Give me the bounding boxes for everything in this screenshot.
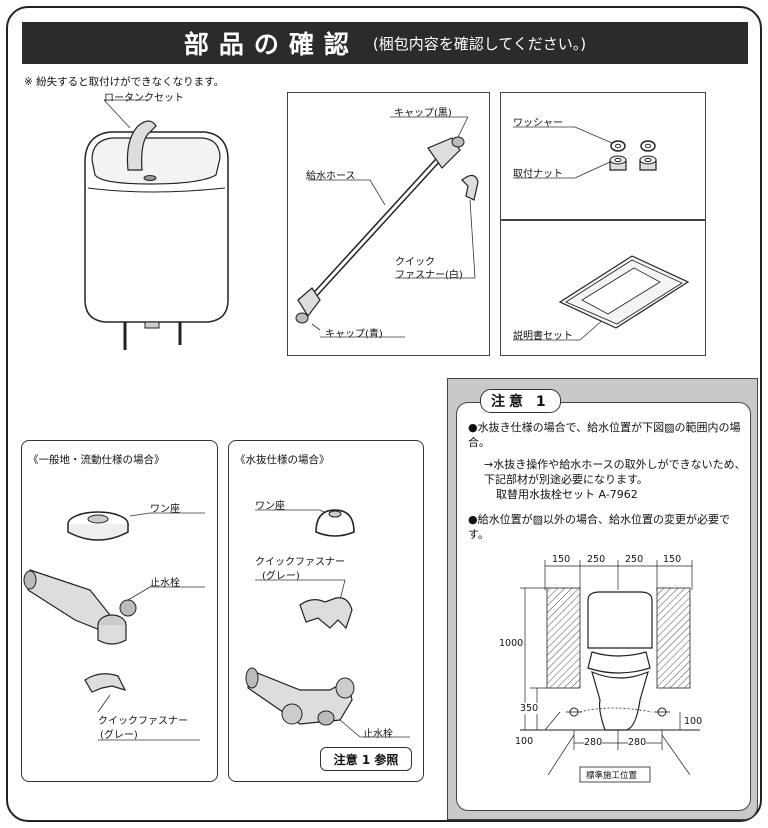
title-bar: 部品の確認 (梱包内容を確認してください。) — [22, 22, 748, 64]
washer-box — [500, 92, 706, 221]
warning-text: ※ 紛失すると取付けができなくなります。 — [24, 76, 225, 88]
hose-box — [287, 92, 490, 356]
dim-100-left: 100 — [515, 736, 534, 747]
outer-frame — [6, 6, 762, 822]
dim-280-right: 280 — [628, 737, 647, 748]
drain-heading: 《水抜仕様の場合》 — [235, 454, 330, 466]
hose-label: 給水ホース — [306, 171, 356, 182]
caution-text-2: →水抜き操作や給水ホースの取外しができないため、下記部材が別途必要になります。 — [484, 458, 746, 486]
dim-250-left: 250 — [587, 554, 606, 565]
general-valve-label: 止水栓 — [150, 578, 180, 589]
drain-fastener-label-2: (グレー) — [262, 571, 300, 582]
fastener-white-label-1: クイック — [395, 257, 435, 268]
nut-label: 取付ナット — [513, 169, 563, 180]
general-spec-box — [21, 440, 218, 782]
tank-label: ロータンクセット — [104, 93, 184, 104]
dim-250-right: 250 — [625, 554, 644, 565]
caution-text-3: 取替用水抜栓セット A-7962 — [496, 488, 638, 501]
drain-fastener-label-1: クイックファスナー — [255, 557, 345, 568]
general-fastener-label-2: (グレー) — [100, 730, 138, 741]
drain-spec-box — [228, 440, 424, 782]
dim-150-right: 150 — [663, 554, 682, 565]
standard-position-label: 標準施工位置 — [586, 771, 638, 781]
cap-blue-label: キャップ(青) — [325, 329, 383, 340]
page-title: 部品の確認 — [183, 30, 359, 59]
manual-label: 説明書セット — [513, 331, 573, 342]
general-heading: 《一般地・流動仕様の場合》 — [28, 454, 165, 466]
caution-text-4: ●給水位置が▨以外の場合、給水位置の変更が必要です。 — [468, 513, 730, 541]
dim-1000: 1000 — [499, 638, 524, 649]
general-fastener-label-1: クイックファスナー — [98, 716, 188, 727]
caution-title: 注意 1 — [480, 389, 561, 413]
cap-black-label: キャップ(黒) — [394, 108, 452, 119]
dim-280-left: 280 — [584, 737, 603, 748]
caution-text-1: ●水抜き仕様の場合で、給水位置が下図▨の範囲内の場合。 — [468, 421, 741, 449]
page-subtitle: (梱包内容を確認してください。) — [372, 34, 587, 53]
caution-ref-badge: 注意 1 参照 — [320, 747, 412, 771]
fastener-white-label-2: ファスナー(白) — [395, 270, 463, 281]
dim-100-right: 100 — [684, 716, 703, 727]
dim-350: 350 — [520, 703, 539, 714]
dim-150-left: 150 — [552, 554, 571, 565]
drain-valve-label: 止水栓 — [363, 729, 393, 740]
manual-box — [500, 219, 706, 356]
washer-label: ワッシャー — [513, 118, 563, 129]
drain-seat-label: ワン座 — [255, 501, 285, 512]
general-seat-label: ワン座 — [150, 504, 180, 515]
